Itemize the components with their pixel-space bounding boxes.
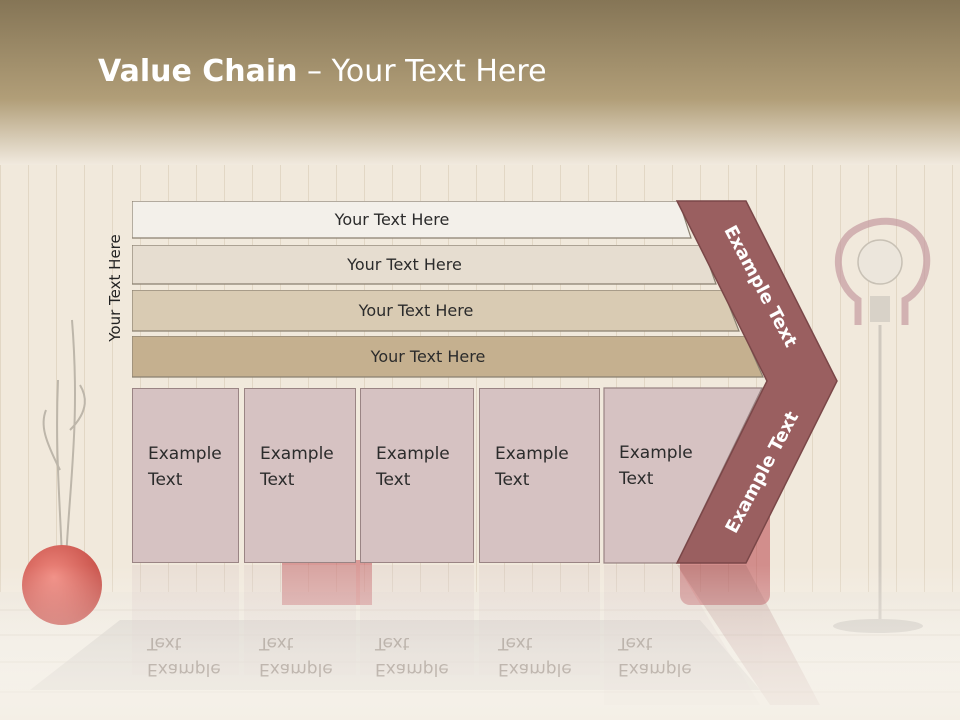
card-2[interactable]: Example Text	[244, 388, 356, 563]
slide-title-rest: – Your Text Here	[297, 54, 547, 89]
card-label: Example Text	[260, 444, 334, 490]
bar-row-2[interactable]: Your Text Here	[132, 245, 717, 285]
bar-label: Your Text Here	[370, 347, 486, 366]
card-4-reflection: Example Text	[498, 633, 572, 679]
card-4[interactable]: Example Text	[479, 388, 600, 563]
bar-label: Your Text Here	[334, 210, 450, 229]
card-label: Example Text	[376, 444, 450, 490]
bar-shape	[132, 201, 692, 239]
vertical-label: Your Text Here	[106, 234, 124, 342]
bar-shape	[132, 290, 740, 332]
bar-shape	[132, 245, 717, 285]
bar-row-1[interactable]: Your Text Here	[132, 201, 692, 239]
bar-shape	[132, 336, 764, 378]
slide-title: Value Chain – Your Text Here	[98, 54, 547, 89]
card-3-reflection: Example Text	[375, 633, 449, 679]
card-1[interactable]: Example Text	[132, 388, 239, 563]
card-5[interactable]: Example Text	[604, 388, 704, 563]
floor-reflection	[0, 565, 960, 720]
card-label: Example Text	[619, 443, 693, 489]
slide-title-bold: Value Chain	[98, 54, 298, 89]
card-1-reflection: Example Text	[147, 633, 221, 679]
bar-label: Your Text Here	[358, 301, 474, 320]
bar-label: Your Text Here	[347, 255, 462, 274]
card-2-reflection: Example Text	[259, 633, 333, 679]
bar-row-4[interactable]: Your Text Here	[132, 336, 764, 378]
bar-row-3[interactable]: Your Text Here	[132, 290, 740, 332]
card-5-reflection: Example Text	[618, 633, 692, 679]
card-label: Example Text	[148, 444, 222, 490]
chevron-arrow[interactable]	[675, 199, 841, 567]
card-label: Example Text	[495, 444, 569, 490]
card-3[interactable]: Example Text	[360, 388, 474, 563]
